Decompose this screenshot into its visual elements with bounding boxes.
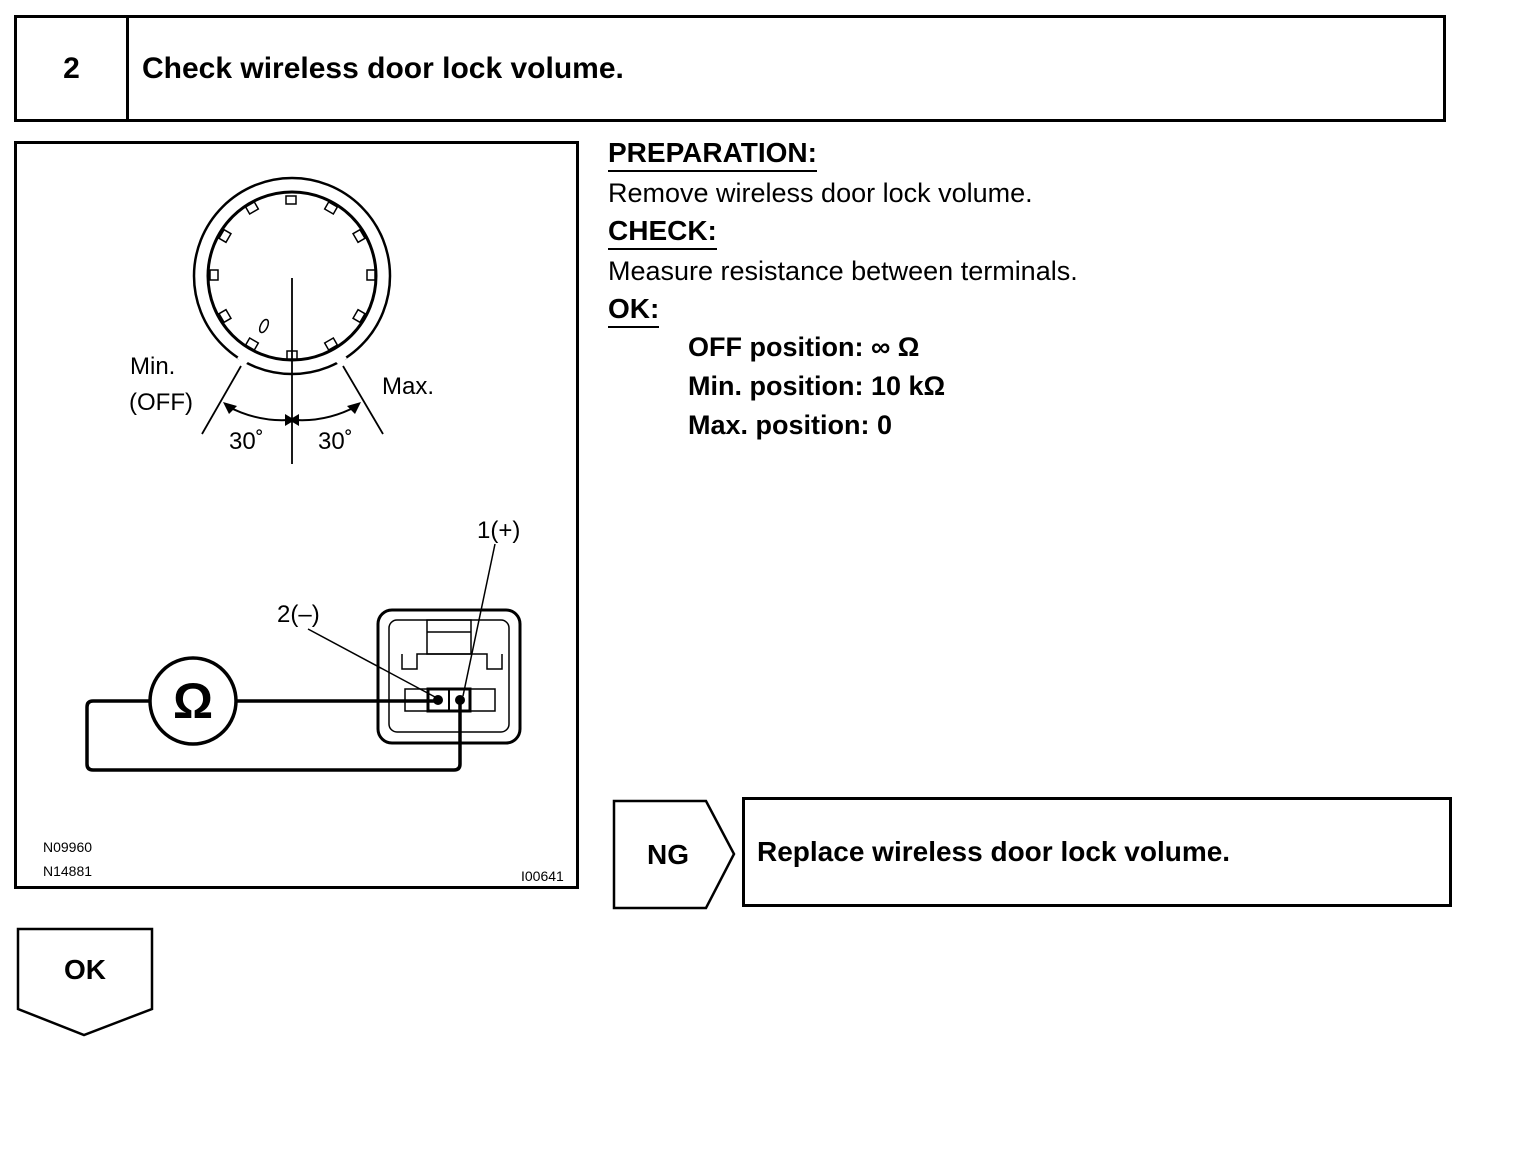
ok-spec-off: OFF position: ∞ Ω bbox=[688, 332, 920, 362]
arrow-heads bbox=[223, 402, 361, 426]
figure-code-1: N09960 bbox=[43, 839, 92, 855]
step-header: 2 Check wireless door lock volume. bbox=[14, 15, 1446, 122]
ok-spec-max: Max. position: 0 bbox=[688, 410, 893, 440]
ng-label: NG bbox=[647, 839, 689, 870]
ok-heading: OK: bbox=[608, 292, 660, 328]
step-title: Check wireless door lock volume. bbox=[142, 51, 624, 85]
ok-label: OK bbox=[64, 954, 106, 985]
label-min: Min. bbox=[130, 353, 175, 380]
label-angle-left: 30˚ bbox=[229, 428, 264, 455]
ng-arrow-shape bbox=[612, 799, 736, 910]
instructions: PREPARATION: Remove wireless door lock v… bbox=[608, 136, 1488, 447]
label-terminal-positive: 1(+) bbox=[477, 517, 520, 544]
leader-lines bbox=[307, 543, 496, 698]
check-heading: CHECK: bbox=[608, 214, 717, 250]
connector-icon bbox=[376, 608, 522, 745]
preparation-text: Remove wireless door lock volume. bbox=[608, 178, 1033, 208]
angle-lines bbox=[201, 278, 384, 464]
test-leads bbox=[85, 699, 462, 772]
ok-arrow-shape bbox=[16, 927, 154, 1037]
label-off: (OFF) bbox=[129, 389, 193, 416]
ng-action-text: Replace wireless door lock volume. bbox=[757, 836, 1231, 867]
check-text: Measure resistance between terminals. bbox=[608, 256, 1078, 286]
figure-panel: Min. (OFF) Max. 30˚ 30˚ Ω bbox=[14, 141, 579, 889]
ohm-symbol: Ω bbox=[173, 673, 213, 729]
ok-spec-min: Min. position: 10 kΩ bbox=[688, 371, 946, 401]
volume-knob-diagram: Min. (OFF) Max. 30˚ 30˚ Ω bbox=[43, 176, 564, 884]
ng-action-box: Replace wireless door lock volume. bbox=[742, 797, 1452, 907]
preparation-heading: PREPARATION: bbox=[608, 136, 817, 172]
label-angle-right: 30˚ bbox=[318, 428, 353, 455]
step-number: 2 bbox=[17, 18, 129, 119]
figure-code-2: N14881 bbox=[43, 863, 92, 879]
label-max: Max. bbox=[382, 373, 434, 400]
label-terminal-negative: 2(–) bbox=[277, 601, 320, 628]
figure-code-3: I00641 bbox=[521, 868, 564, 884]
